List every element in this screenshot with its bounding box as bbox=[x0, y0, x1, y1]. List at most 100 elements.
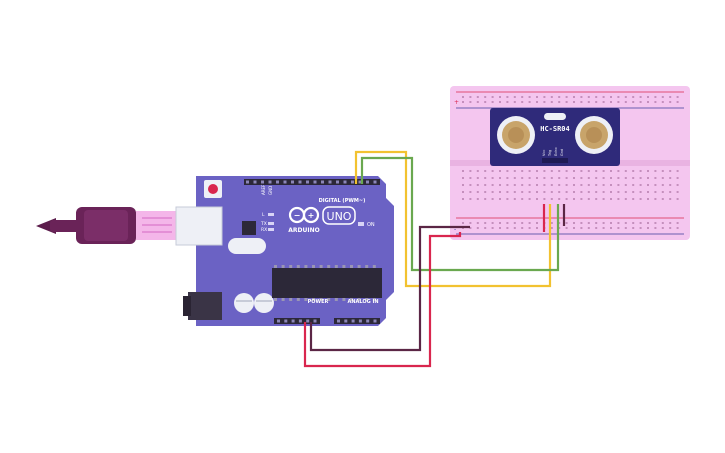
breadboard-hole bbox=[476, 96, 479, 98]
breadboard-hole bbox=[632, 198, 635, 200]
breadboard-hole bbox=[476, 227, 479, 229]
breadboard-hole bbox=[654, 227, 657, 229]
svg-text:−: − bbox=[294, 211, 301, 220]
breadboard-hole bbox=[565, 198, 568, 200]
breadboard-hole bbox=[476, 191, 479, 193]
usb-cable[interactable] bbox=[36, 207, 176, 244]
chip-pin bbox=[342, 265, 346, 268]
breadboard-hole bbox=[580, 96, 583, 98]
breadboard-hole bbox=[669, 191, 672, 193]
breadboard-hole bbox=[587, 222, 590, 224]
digital-pin bbox=[351, 180, 354, 184]
breadboard-hole bbox=[676, 191, 679, 193]
l-led bbox=[268, 213, 274, 216]
breadboard-hole bbox=[506, 222, 509, 224]
dc-power-jack bbox=[188, 292, 222, 320]
digital-header[interactable] bbox=[244, 179, 380, 185]
power-pin bbox=[298, 319, 302, 323]
chip-pin bbox=[350, 298, 353, 301]
chip-pin bbox=[365, 298, 369, 301]
breadboard-hole bbox=[632, 101, 635, 103]
breadboard-hole bbox=[639, 198, 642, 200]
breadboard-hole bbox=[543, 101, 546, 103]
sensor-pin-label-gnd: Gnd bbox=[560, 149, 564, 156]
breadboard-hole bbox=[610, 96, 612, 98]
uno-badge bbox=[322, 206, 356, 225]
breadboard-hole bbox=[595, 96, 598, 98]
breadboard-hole bbox=[462, 170, 464, 172]
breadboard-hole bbox=[595, 222, 598, 224]
breadboard-hole bbox=[558, 191, 561, 193]
breadboard-hole bbox=[513, 170, 516, 172]
wire-red-5v[interactable] bbox=[303, 232, 462, 368]
breadboard-hole bbox=[639, 227, 642, 229]
digital-pin bbox=[366, 180, 369, 184]
wire-dark-gnd[interactable] bbox=[309, 225, 470, 352]
chip-pin bbox=[372, 298, 376, 301]
reset-button[interactable] bbox=[208, 184, 218, 194]
breadboard-hole bbox=[521, 96, 524, 98]
breadboard-hole bbox=[484, 177, 487, 179]
usb-cable-boot bbox=[50, 220, 80, 232]
breadboard-hole bbox=[491, 222, 494, 224]
chip-pin bbox=[357, 265, 361, 268]
wire-yellow-trig[interactable] bbox=[354, 150, 552, 288]
digital-pin bbox=[283, 180, 287, 184]
power-header[interactable] bbox=[274, 318, 320, 324]
wire-green-echo[interactable] bbox=[360, 156, 560, 272]
breadboard-hole bbox=[624, 184, 627, 186]
breadboard-hole bbox=[573, 177, 575, 179]
hc-sr04-sensor[interactable]: HC-SR04 Vcc Trig Echo Gnd bbox=[490, 108, 620, 166]
breadboard-hole bbox=[602, 101, 605, 103]
breadboard-hole bbox=[462, 184, 464, 186]
breadboard-hole bbox=[676, 222, 679, 224]
chip-pin bbox=[289, 298, 293, 301]
breadboard-hole bbox=[476, 198, 479, 200]
chip-pin bbox=[281, 265, 285, 268]
breadboard-hole bbox=[654, 184, 657, 186]
breadboard-hole bbox=[602, 170, 605, 172]
breadboard-hole bbox=[521, 191, 524, 193]
breadboard-hole bbox=[491, 227, 494, 229]
breadboard-hole bbox=[595, 227, 598, 229]
usb-plug-grip bbox=[84, 210, 128, 241]
breadboard-hole bbox=[617, 184, 620, 186]
breadboard-hole bbox=[506, 184, 509, 186]
breadboard-hole bbox=[565, 191, 568, 193]
breadboard-hole bbox=[669, 177, 672, 179]
aref-label: AREF bbox=[261, 184, 266, 195]
breadboard-hole bbox=[543, 177, 546, 179]
breadboard-hole bbox=[469, 96, 472, 98]
power-pin bbox=[306, 319, 310, 323]
breadboard-hole bbox=[484, 170, 487, 172]
digital-pin bbox=[306, 180, 309, 184]
breadboard-hole bbox=[654, 177, 657, 179]
breadboard-hole bbox=[676, 227, 679, 229]
breadboard-hole bbox=[528, 222, 531, 224]
breadboard-hole bbox=[580, 198, 583, 200]
breadboard-hole bbox=[521, 184, 524, 186]
analog-header[interactable] bbox=[334, 318, 380, 324]
breadboard-hole bbox=[639, 96, 642, 98]
breadboard-hole bbox=[676, 184, 679, 186]
l-led-label: L bbox=[262, 212, 265, 218]
breadboard-hole bbox=[476, 177, 479, 179]
breadboard-hole bbox=[647, 198, 649, 200]
chip-pin bbox=[289, 265, 293, 268]
breadboard-hole bbox=[602, 177, 605, 179]
breadboard-hole bbox=[610, 177, 612, 179]
breadboard-hole bbox=[565, 101, 568, 103]
breadboard-hole bbox=[528, 96, 531, 98]
breadboard-hole bbox=[602, 184, 605, 186]
breadboard-hole bbox=[506, 170, 509, 172]
breadboard-hole bbox=[610, 191, 612, 193]
arduino-logo: − + bbox=[288, 206, 320, 224]
digital-pin bbox=[373, 180, 377, 184]
arduino-uno-board[interactable]: − + ARDUINO UNO ON TX RX L DIGITAL (PWM~… bbox=[175, 176, 394, 326]
breadboard-hole bbox=[513, 177, 516, 179]
breadboard-hole bbox=[632, 96, 635, 98]
digital-pin bbox=[336, 180, 339, 184]
analog-pin bbox=[358, 319, 362, 323]
breadboard-hole bbox=[536, 101, 538, 103]
breadboard-hole bbox=[669, 198, 672, 200]
